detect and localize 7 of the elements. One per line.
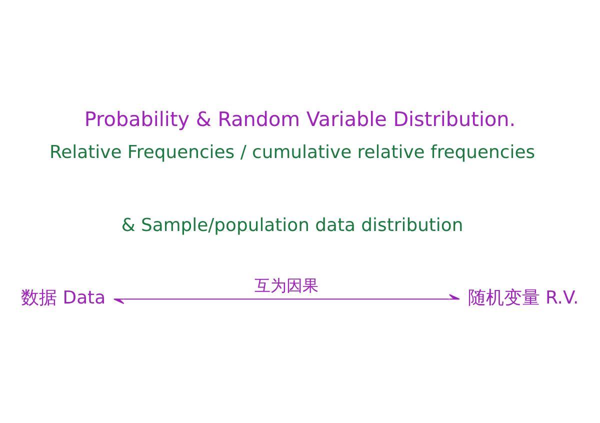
diagram-title: Probability & Random Variable Distribution. <box>84 108 516 131</box>
arrow <box>113 294 460 304</box>
label: & Sample/population data distribution <box>121 214 464 236</box>
node-text: 数据 Data <box>21 287 106 308</box>
node-text: 随机变量 R.V. <box>468 287 579 308</box>
edge-label: 互为因果 <box>254 276 319 295</box>
label: Relative Frequencies / cumulative relative frequencies <box>50 142 536 164</box>
